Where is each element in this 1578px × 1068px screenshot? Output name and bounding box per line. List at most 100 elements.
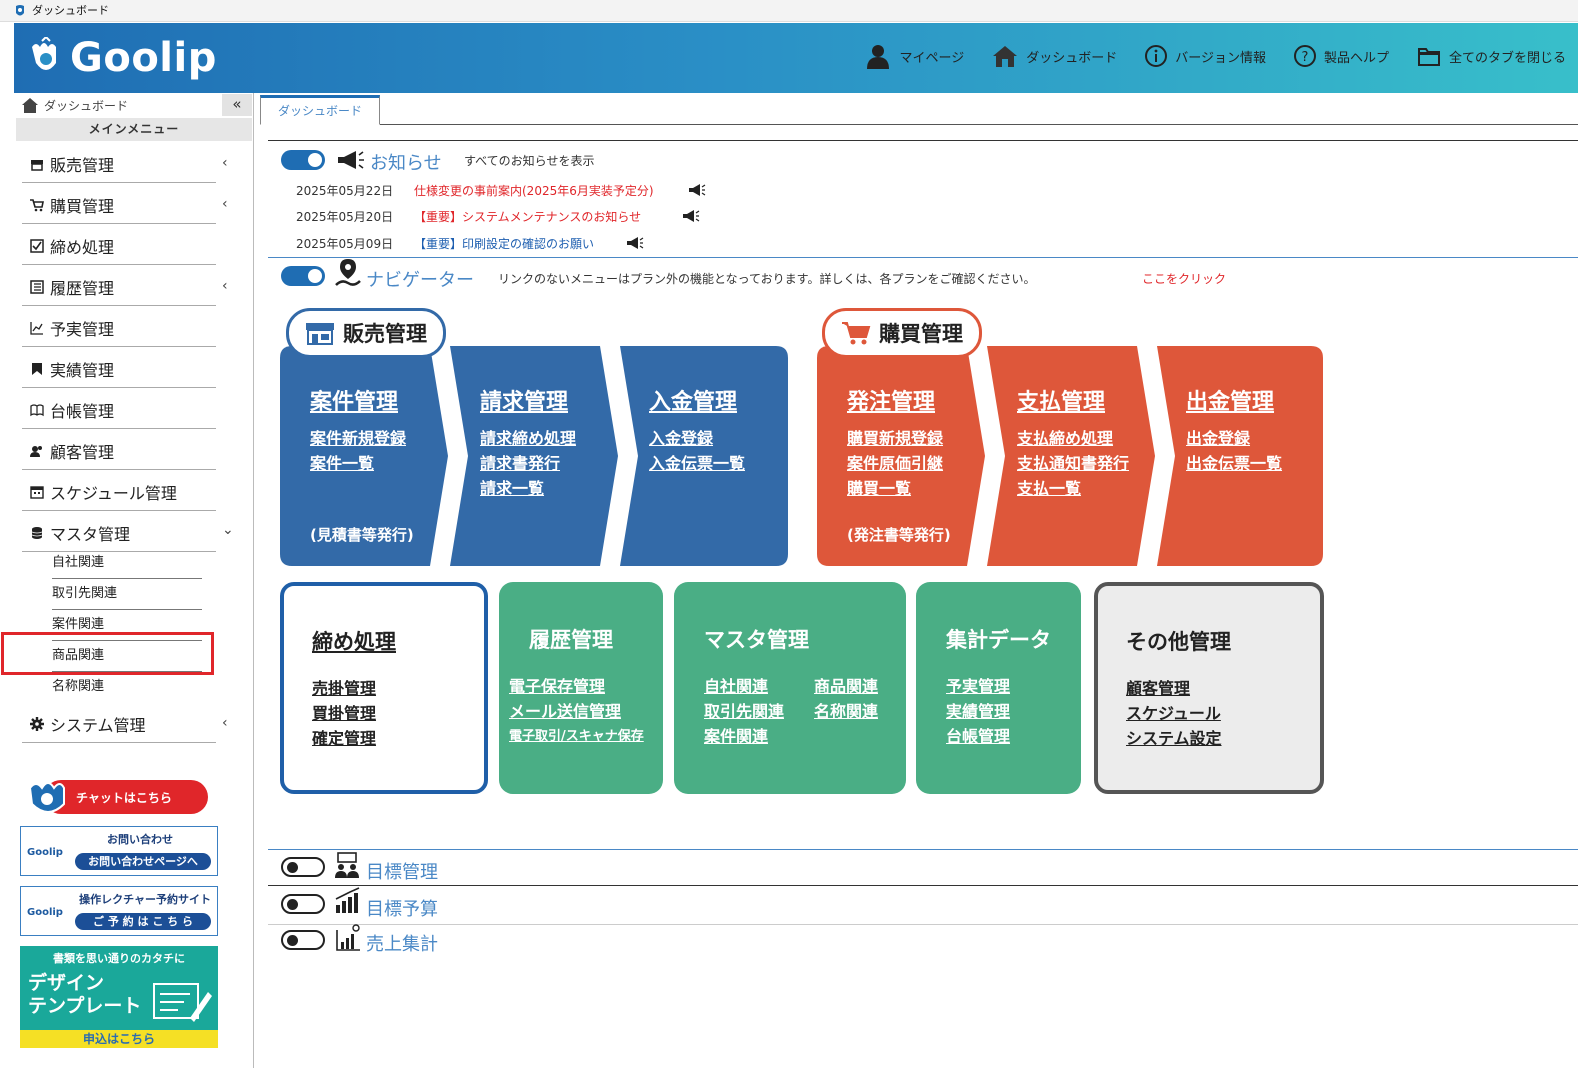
sidebar-item-history[interactable]: 履歴管理 (22, 268, 216, 306)
contact-banner[interactable]: Goolip お問い合わせ お問い合わせページへ (20, 826, 218, 876)
sidebar-item-sales[interactable]: 販売管理 (22, 145, 216, 183)
card-link[interactable]: 支払締め処理 (1017, 429, 1114, 448)
card-link[interactable]: 支払通知書発行 (1017, 454, 1130, 473)
sidebar-item-purchase[interactable]: 購買管理 (22, 186, 216, 224)
chevron-left-icon[interactable]: ‹ (222, 155, 228, 171)
card-links: 自社関連 取引先関連 案件関連 (704, 674, 784, 749)
goal-mgmt-toggle[interactable] (281, 857, 325, 877)
design-banner-apply-button[interactable]: 申込はこちら (20, 1030, 218, 1048)
card-links: 請求締め処理 請求書発行 請求一覧 (480, 426, 576, 501)
card-link[interactable]: 購買一覧 (847, 479, 912, 498)
card-link[interactable]: 自社関連 (704, 677, 769, 696)
sales-summary-toggle[interactable] (281, 930, 325, 950)
card-link[interactable]: 取引先関連 (704, 702, 785, 721)
news-show-all-link[interactable]: すべてのお知らせを表示 (464, 154, 595, 168)
design-template-banner[interactable]: 書類を思い通りのカタチに デザイン テンプレート 申込はこちら (20, 946, 218, 1048)
card-link[interactable]: 名称関連 (814, 702, 879, 721)
card-link[interactable]: 台帳管理 (946, 727, 1011, 746)
app-icon (16, 5, 24, 16)
product-help-link[interactable]: ? 製品ヘルプ (1293, 45, 1389, 67)
card-link[interactable]: 入金伝票一覧 (649, 454, 746, 473)
banner-title: 操作レクチャー予約サイト (79, 893, 211, 906)
news-item-link[interactable]: 仕様変更の事前案内(2025年6月実装予定分) (414, 184, 654, 198)
card-link[interactable]: 支払一覧 (1017, 479, 1082, 498)
cart-icon (842, 322, 871, 345)
card-link[interactable]: 顧客管理 (1126, 679, 1191, 698)
sidebar-item-schedule[interactable]: スケジュール管理 (22, 473, 216, 511)
plan-click-here-link[interactable]: ここをクリック (1142, 272, 1227, 286)
sidebar-item-closing[interactable]: 締め処理 (22, 227, 216, 265)
card-link[interactable]: 買掛管理 (312, 704, 377, 723)
sidebar-item-results[interactable]: 実績管理 (22, 350, 216, 388)
sidebar-item-customers[interactable]: 顧客管理 (22, 432, 216, 470)
project-mgmt-card: 案件管理 案件新規登録 案件一覧 (見積書等発行) (280, 346, 450, 566)
card-link[interactable]: 入金登録 (649, 429, 714, 448)
card-title[interactable]: 発注管理 (847, 390, 936, 415)
card-link[interactable]: システム設定 (1126, 729, 1222, 748)
card-link[interactable]: スケジュール (1126, 704, 1221, 723)
sidebar-subitem-names[interactable]: 名称関連 (52, 679, 105, 694)
chevron-down-icon[interactable]: ⌄ (222, 522, 234, 538)
card-link[interactable]: 予実管理 (946, 677, 1011, 696)
card-link[interactable]: 確定管理 (312, 729, 377, 748)
payment-receipt-card: 入金管理 入金登録 入金伝票一覧 (619, 346, 789, 566)
close-all-tabs-link[interactable]: 全てのタブを閉じる (1417, 45, 1566, 67)
news-item-link[interactable]: 【重要】印刷設定の確認のお願い (414, 237, 595, 251)
card-link[interactable]: 売掛管理 (312, 679, 377, 698)
version-info-link[interactable]: バージョン情報 (1145, 45, 1266, 67)
card-link[interactable]: 案件原価引継 (847, 454, 944, 473)
card-link[interactable]: 購買新規登録 (847, 429, 944, 448)
card-link[interactable]: 出金伝票一覧 (1186, 454, 1283, 473)
order-mgmt-card: 発注管理 購買新規登録 案件原価引継 購買一覧 (発注書等発行) (817, 346, 987, 566)
sidebar-subitem-partner[interactable]: 取引先関連 (52, 580, 202, 610)
card-link[interactable]: 電子取引/スキャナ保存 (509, 729, 644, 744)
goolip-logo[interactable]: Goolip (28, 33, 217, 83)
card-link[interactable]: 商品関連 (814, 677, 879, 696)
card-link[interactable]: 電子保存管理 (509, 677, 606, 696)
sidebar-subitem-project[interactable]: 案件関連 (52, 611, 202, 641)
navigator-toggle[interactable] (281, 266, 325, 286)
card-title[interactable]: 出金管理 (1186, 390, 1275, 415)
chevron-left-icon[interactable]: ‹ (222, 196, 228, 212)
mypage-link[interactable]: マイページ (865, 43, 964, 69)
sidebar-subitem-product[interactable]: 商品関連 (52, 642, 202, 672)
goal-people-icon (335, 852, 359, 878)
card-title[interactable]: 締め処理 (312, 630, 396, 654)
navigator-title: ナビゲーター (366, 270, 474, 291)
chat-button[interactable]: チャットはこちら (28, 778, 210, 818)
sidebar-collapse-button[interactable]: « (222, 94, 252, 116)
chevron-left-icon[interactable]: ‹ (222, 278, 228, 294)
card-title[interactable]: 案件管理 (310, 390, 399, 415)
contact-page-button[interactable]: お問い合わせページへ (75, 853, 211, 870)
sidebar-item-system[interactable]: システム管理 (22, 705, 216, 743)
sidebar-item-label: 予実管理 (50, 319, 115, 339)
sidebar-home-link[interactable]: ダッシュボード (16, 93, 252, 117)
tab-dashboard[interactable]: ダッシュボード (260, 95, 380, 125)
card-link[interactable]: 請求一覧 (480, 479, 545, 498)
card-link[interactable]: 請求締め処理 (480, 429, 577, 448)
lecture-reserve-button[interactable]: ご 予 約 は こ ち ら (75, 913, 211, 930)
navigator-note: リンクのないメニューはプラン外の機能となっております。詳しくは、各プランをご確認… (498, 272, 1036, 286)
dashboard-link[interactable]: ダッシュボード (992, 44, 1117, 68)
card-title[interactable]: 請求管理 (480, 390, 569, 415)
goal-budget-toggle[interactable] (281, 894, 325, 914)
card-title[interactable]: 入金管理 (649, 390, 738, 415)
card-link[interactable]: 案件一覧 (310, 454, 375, 473)
news-toggle[interactable] (281, 150, 325, 170)
news-date: 2025年05月09日 (296, 237, 394, 251)
card-link[interactable]: メール送信管理 (509, 702, 622, 721)
lecture-banner[interactable]: Goolip 操作レクチャー予約サイト ご 予 約 は こ ち ら (20, 886, 218, 936)
card-title[interactable]: 支払管理 (1017, 390, 1106, 415)
sidebar-item-budget-actual[interactable]: 予実管理 (22, 309, 216, 347)
card-link[interactable]: 実績管理 (946, 702, 1011, 721)
card-link[interactable]: 請求書発行 (480, 454, 561, 473)
card-link[interactable]: 案件関連 (704, 727, 769, 746)
billing-mgmt-card: 請求管理 請求締め処理 請求書発行 請求一覧 (450, 346, 620, 566)
sidebar-subitem-company[interactable]: 自社関連 (52, 549, 202, 579)
card-link[interactable]: 案件新規登録 (310, 429, 407, 448)
sidebar-item-ledger[interactable]: 台帳管理 (22, 391, 216, 429)
card-link[interactable]: 出金登録 (1186, 429, 1251, 448)
news-item-link[interactable]: 【重要】システムメンテナンスのお知らせ (414, 210, 642, 224)
chevron-left-icon[interactable]: ‹ (222, 715, 228, 731)
sidebar-item-master[interactable]: マスタ管理 (22, 514, 216, 552)
